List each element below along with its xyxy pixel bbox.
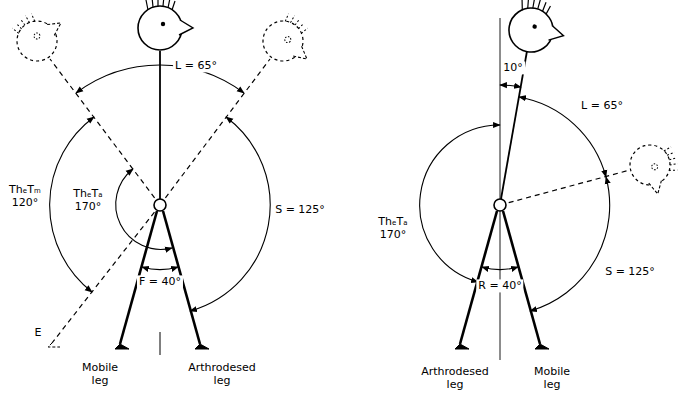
right-figure <box>503 211 540 344</box>
bird-head <box>138 0 193 50</box>
right-figure <box>535 344 549 349</box>
leg-label: Arthrodesed leg <box>413 365 497 391</box>
angle-label: 10° <box>501 61 525 74</box>
left-figure <box>50 59 160 205</box>
left-figure <box>52 205 160 343</box>
angle-label: ThₑTₐ 170° <box>371 215 415 241</box>
left-figure <box>190 117 270 311</box>
angle-label: S = 125° <box>273 203 327 216</box>
right-figure <box>501 51 527 199</box>
right-figure <box>500 170 630 205</box>
right-figure <box>482 267 518 270</box>
left-figure <box>195 344 209 349</box>
angle-label: ThₑTₘ 120° <box>3 183 47 209</box>
left-figure <box>160 332 161 355</box>
leg-label: Arthrodesed leg <box>180 361 264 387</box>
leg-label: Mobile leg <box>524 365 580 391</box>
angle-label: L = 65° <box>173 59 219 72</box>
leg-label: Mobile leg <box>72 361 128 387</box>
bird-head <box>4 1 73 69</box>
bird-head <box>4 0 324 75</box>
left-figure <box>142 267 178 270</box>
left-figure <box>159 51 161 199</box>
left-figure <box>48 51 270 355</box>
right-figure <box>530 177 610 311</box>
left-figure <box>116 169 172 249</box>
bird-head <box>506 0 685 199</box>
angle-label: R = 40° <box>476 279 523 292</box>
angle-label: L = 65° <box>579 99 625 112</box>
angle-label: ThₑTₐ 170° <box>66 187 110 213</box>
right-figure <box>494 199 506 211</box>
bird-head <box>506 0 570 57</box>
angle-label: S = 125° <box>603 265 657 278</box>
bird-head <box>626 138 685 199</box>
left-figure <box>160 59 270 205</box>
left-figure <box>115 344 129 349</box>
right-figure <box>500 85 521 87</box>
bird-head <box>255 7 324 75</box>
left-figure <box>48 343 60 347</box>
right-figure <box>420 18 630 360</box>
point-label: E <box>33 326 44 339</box>
right-figure <box>420 125 500 282</box>
angle-label: F = 40° <box>137 275 183 288</box>
right-figure <box>455 344 469 349</box>
left-figure <box>154 199 166 211</box>
